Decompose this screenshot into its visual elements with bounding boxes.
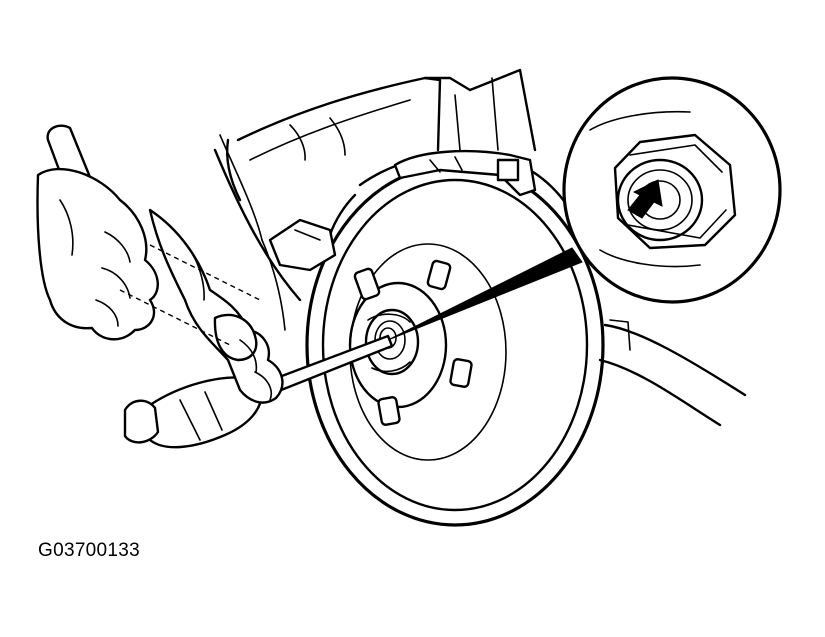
magnifier-callout-pointer [387, 247, 583, 341]
hidden-lines [119, 244, 261, 346]
figure-code: G03700133 [38, 540, 141, 561]
magnified-detail [562, 76, 782, 304]
suspension-body-outline [213, 68, 747, 427]
brake-rotor [305, 152, 605, 527]
wheel-hub [348, 259, 473, 426]
right-hand [148, 134, 286, 404]
direction-arrow-icon [627, 179, 663, 219]
brake-caliper [268, 149, 537, 272]
left-hand [36, 167, 159, 341]
